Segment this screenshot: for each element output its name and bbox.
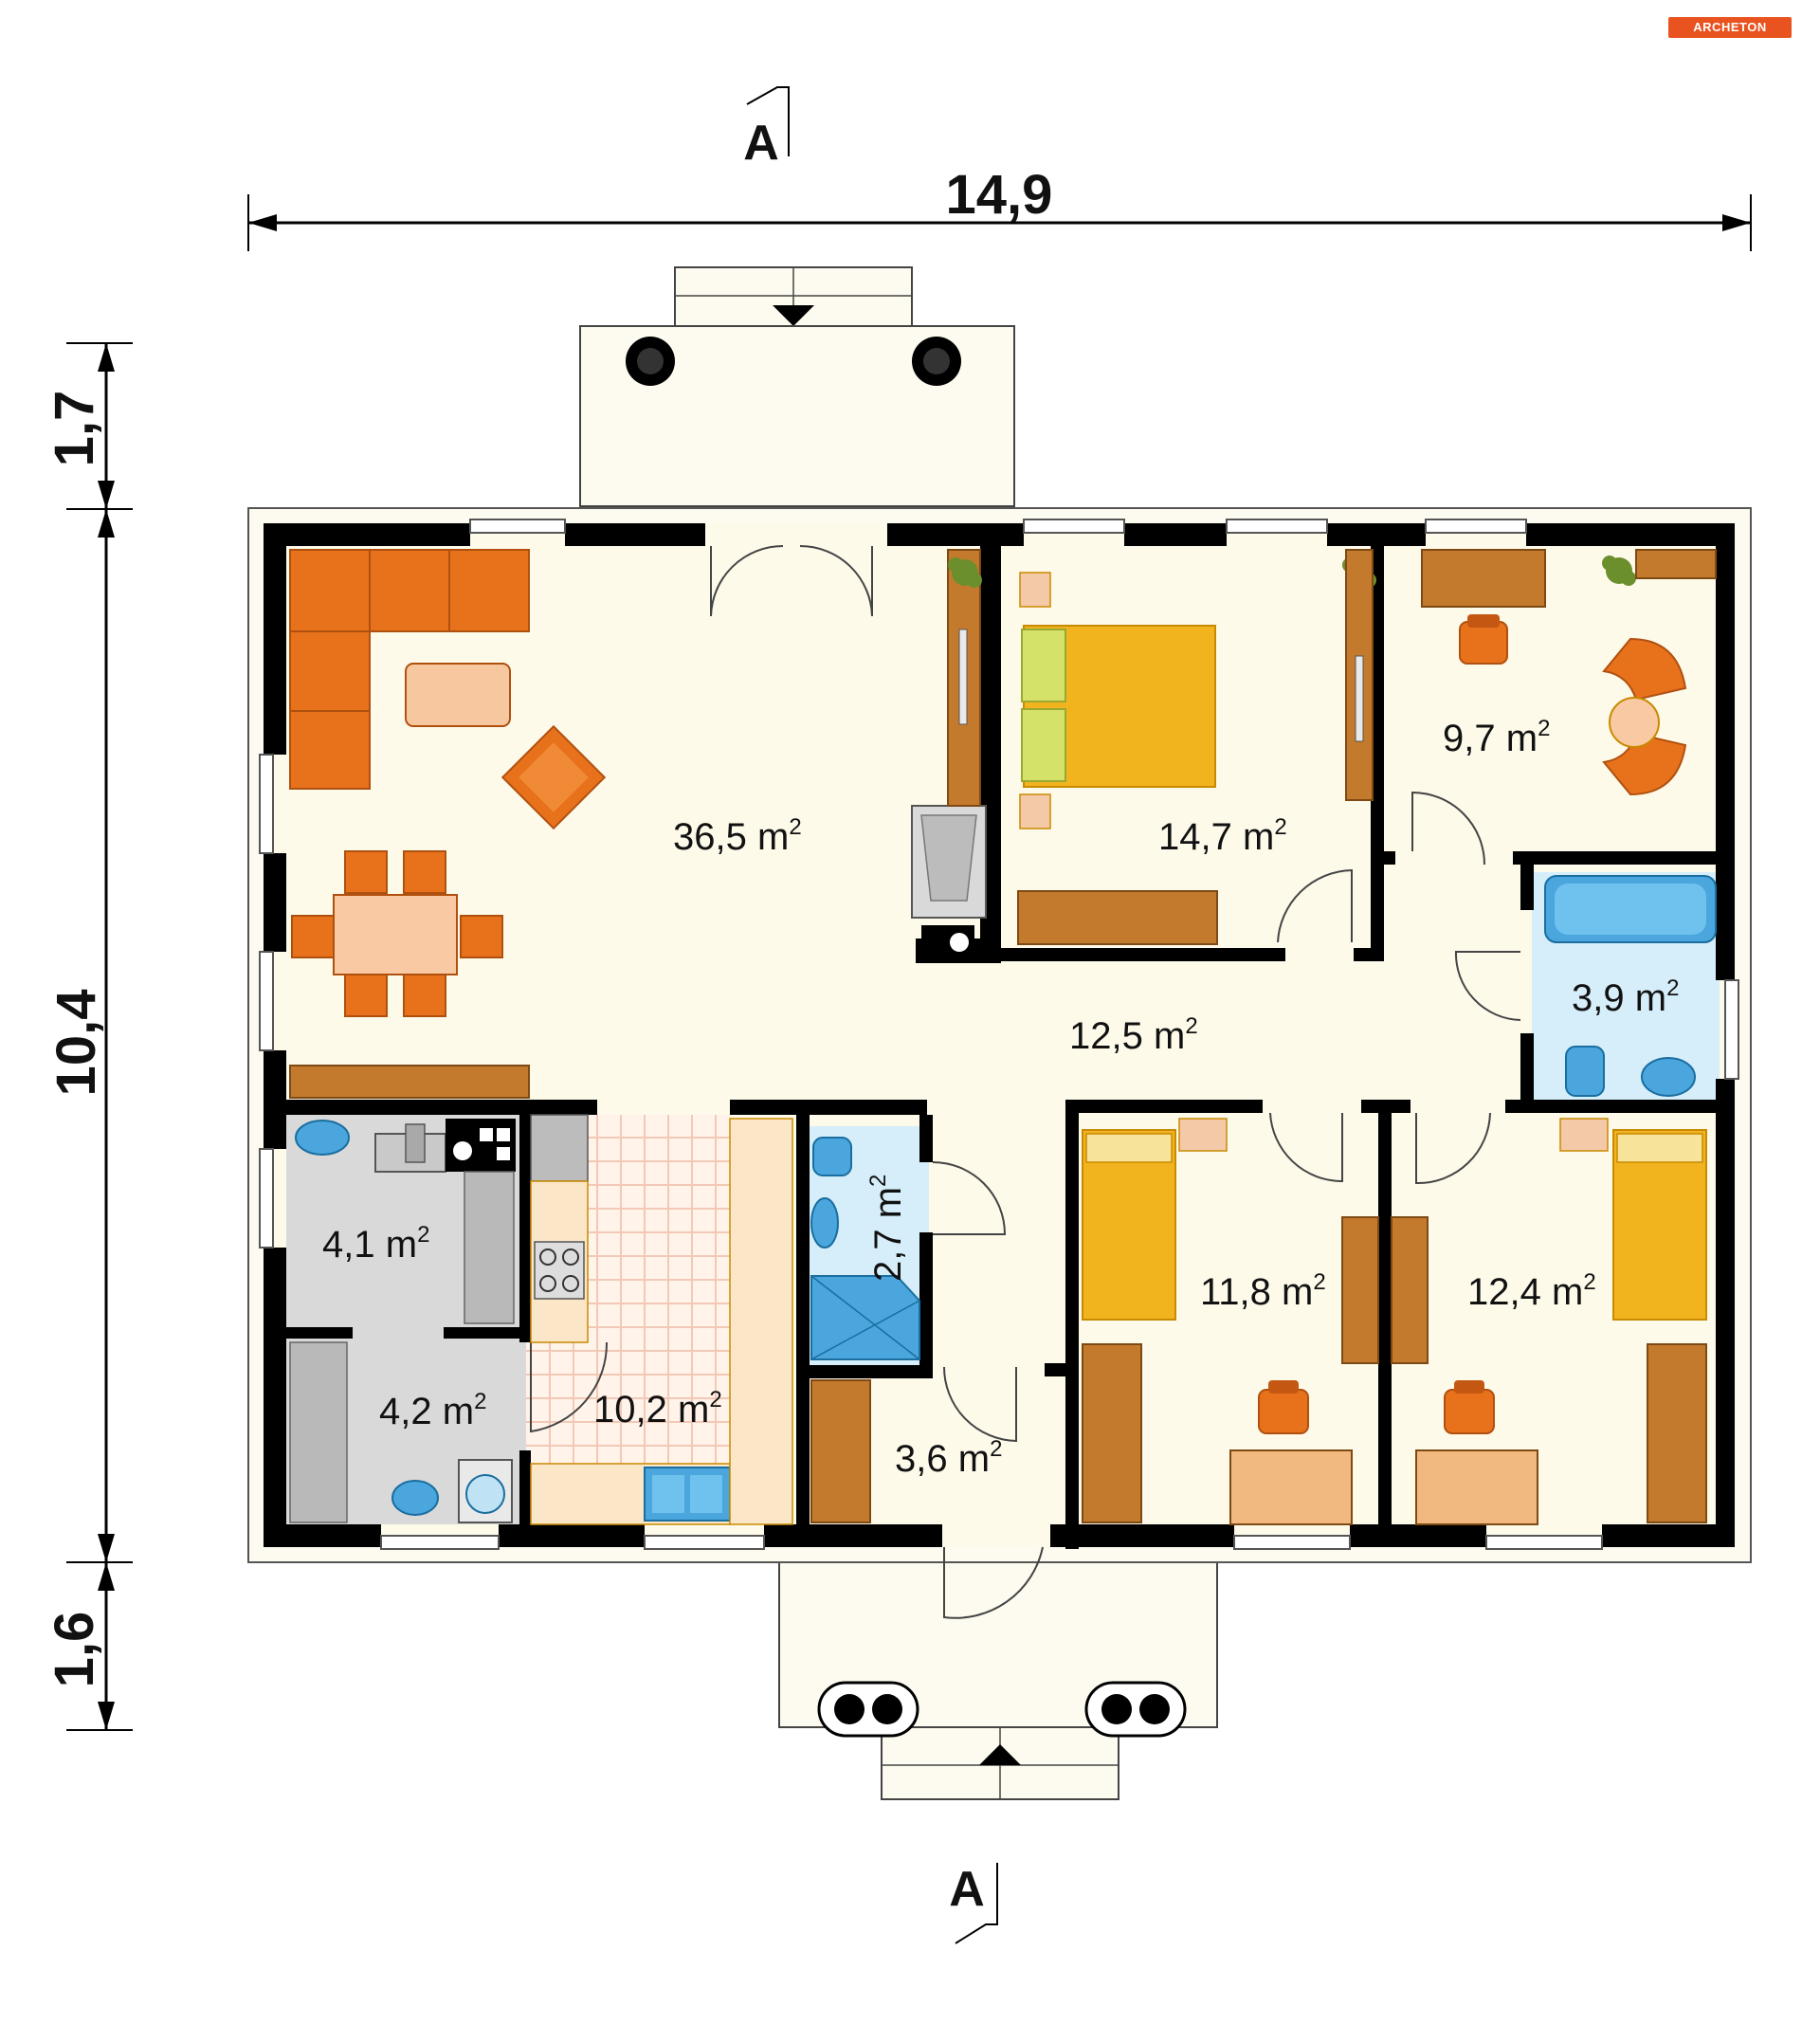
double-bed [1021,625,1216,788]
fridge [530,1114,589,1182]
vestibule-wardrobe [810,1379,871,1523]
armchair [500,724,607,830]
column-pair-icon [1084,1681,1187,1738]
windows [259,519,1739,1550]
wardrobe-bedroom [1345,549,1374,801]
section-marker-top: A [743,86,790,171]
toilet-icon [1565,1046,1605,1097]
room-area-wc: 2,7 m2 [865,1175,909,1282]
study-armchairs [1602,637,1687,796]
single-bed-2 [1082,1129,1176,1321]
section-marker-bottom: A [949,1862,998,1944]
room-area-study: 9,7 m2 [1443,716,1550,759]
dresser [1017,890,1218,945]
room-area-bedroom-master: 14,7 m2 [1158,814,1287,858]
shower-icon [810,1275,920,1360]
washing-machine-icon [458,1459,513,1523]
storage-shelf [464,1171,515,1324]
desk-bedroom-3 [1415,1449,1538,1525]
dimension-width-label: 14,9 [946,164,1053,226]
coffee-table [405,663,511,727]
study-desk [1421,549,1546,608]
logo-text: ARCHETON [1693,20,1767,34]
doors [530,545,1521,1619]
front-porch-bottom [778,1554,1218,1800]
walls [264,523,1735,1549]
sideboard [289,1065,530,1099]
dimension-bottom-label: 1,6 [44,1612,105,1688]
fireplace-icon [911,805,987,959]
wc-sink-icon [810,1197,839,1248]
wardrobe-living [947,549,981,807]
kitchen-sink-icon [644,1467,731,1522]
office-chair-icon [1258,1380,1309,1434]
room-area-kitchen: 10,2 m2 [593,1387,722,1431]
dining-set [291,850,503,1017]
dimension-top-label: 1,7 [44,391,105,467]
shared-wardrobe [1341,1216,1429,1364]
room-area-bathroom-main: 3,9 m2 [1572,975,1679,1019]
archeton-logo: ARCHETON [1668,17,1792,38]
pantry-shelf [289,1341,348,1523]
boiler-icon [374,1123,446,1173]
bathtub-icon [1544,875,1717,943]
stove-icon [446,1119,516,1172]
office-chair-icon [1444,1380,1495,1434]
wardrobe-bedroom-3 [1647,1343,1707,1523]
nightstand [1019,572,1051,608]
room-area-laundry: 4,1 m2 [322,1222,429,1266]
wardrobe-bedroom-2 [1082,1343,1142,1523]
dimension-width: 14,9 [247,164,1752,251]
room-area-vestibule: 3,6 m2 [895,1436,1002,1480]
wc-toilet-icon [812,1137,852,1176]
single-bed-3 [1612,1129,1707,1321]
nightstand [1019,793,1051,829]
section-marker-bottom-label: A [949,1862,985,1917]
washbasin-icon [295,1120,350,1156]
desk-bedroom-2 [1229,1449,1353,1525]
dimension-main-label: 10,4 [46,990,107,1097]
entry-arrow-icon [773,305,814,326]
room-labels: 36,5 m2 14,7 m2 9,7 m2 12,5 m2 3,9 m2 4,… [322,716,1679,1480]
room-area-living: 36,5 m2 [673,814,802,858]
room-area-hall: 12,5 m2 [1069,1013,1198,1057]
cooktop-icon [534,1241,585,1300]
corner-sofa [289,549,530,790]
room-area-pantry: 4,2 m2 [379,1389,486,1432]
front-porch-top [579,266,1015,507]
section-marker-top-label: A [743,116,779,171]
nightstand [1178,1118,1228,1152]
study-shelf [1635,549,1717,579]
sink-icon [1641,1057,1696,1097]
room-area-bedroom-2: 11,8 m2 [1200,1269,1326,1313]
dimension-vertical: 1,7 10,4 1,6 [44,342,133,1731]
entry-arrow-icon [979,1744,1021,1765]
column-pair-icon [817,1681,919,1738]
nightstand [1559,1118,1609,1152]
pantry-sink-icon [391,1480,439,1516]
office-chair-icon [1459,614,1508,665]
room-area-bedroom-3: 12,4 m2 [1467,1269,1596,1313]
kitchen-tall-cabinet [729,1118,793,1525]
